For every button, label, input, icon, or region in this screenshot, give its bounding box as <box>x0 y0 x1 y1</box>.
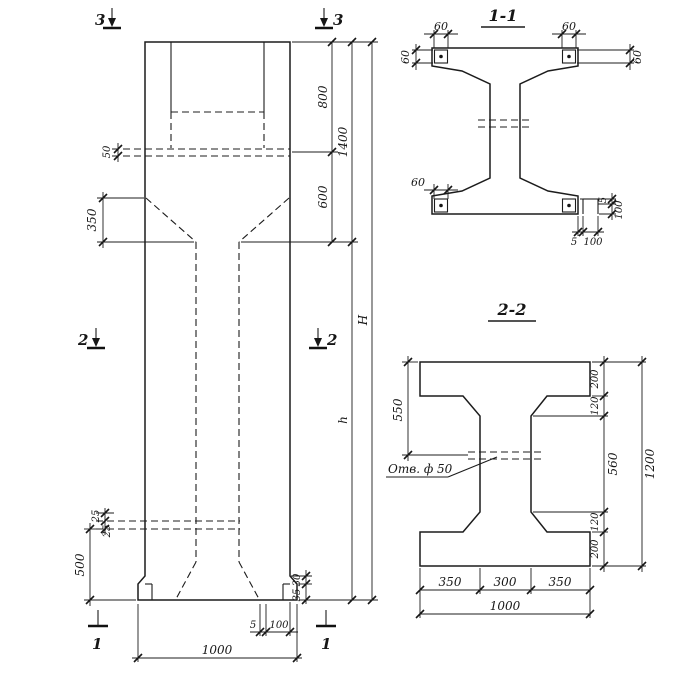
dim-350: 350 <box>85 208 99 231</box>
dim-200-bottom: 200 <box>590 539 601 560</box>
dim-60-left: 60 <box>399 50 412 64</box>
dim-1400: 1400 <box>336 126 350 157</box>
elevation-extension-lines <box>84 41 378 662</box>
dim-1000-elev: 1000 <box>202 643 233 657</box>
dim-35: 35 <box>292 589 303 602</box>
dim-500: 500 <box>73 553 87 576</box>
dim-100-bottom: 100 <box>583 237 603 248</box>
dim-25b: 25 <box>102 525 113 539</box>
dim-25a: 25 <box>91 510 102 524</box>
dim-350-left: 350 <box>439 575 462 589</box>
elevation-outline <box>137 41 298 601</box>
marker-2-right: 2 <box>326 331 337 349</box>
marker-1-right: 1 <box>321 635 331 653</box>
dim-h: h <box>336 416 350 424</box>
dim-100-foot: 100 <box>269 620 289 631</box>
dim-1000-sec2: 1000 <box>490 599 521 613</box>
section-markers: 3 3 2 2 1 1 <box>77 8 343 653</box>
section-1-1: 1-1 <box>399 6 644 248</box>
dim-120-bottom: 120 <box>590 512 601 532</box>
dim-60-right: 60 <box>631 50 644 64</box>
dim-60-bottom-left: 60 <box>411 176 425 189</box>
dim-800: 800 <box>316 85 330 108</box>
dim-200-top: 200 <box>590 369 601 390</box>
elevation-hidden-lines <box>96 111 290 600</box>
dim-120-top: 120 <box>590 396 601 416</box>
section-2-2: 2-2 Отв. ф 50 <box>386 300 657 619</box>
marker-1-left: 1 <box>92 635 102 653</box>
dim-60-top-right: 60 <box>562 20 576 33</box>
marker-3-right: 3 <box>333 11 343 29</box>
dim-50: 50 <box>102 145 113 158</box>
elevation-dimension-lines <box>89 42 373 659</box>
hole-label: Отв. ф 50 <box>388 462 453 476</box>
dim-1200: 1200 <box>643 448 657 479</box>
dim-30: 30 <box>292 573 303 586</box>
dim-5-foot: 5 <box>250 620 256 631</box>
marker-3-left: 3 <box>95 11 105 29</box>
dim-550: 550 <box>391 398 405 421</box>
elevation-dimension-ticks <box>85 37 377 663</box>
dim-350-right: 350 <box>549 575 572 589</box>
section-2-2-title: 2-2 <box>497 300 527 319</box>
dim-100-right: 100 <box>614 200 625 220</box>
dim-60-top-left: 60 <box>434 20 448 33</box>
section-1-1-title: 1-1 <box>489 6 518 25</box>
marker-2-left: 2 <box>77 331 88 349</box>
dim-300: 300 <box>494 575 517 589</box>
dim-560: 560 <box>606 452 620 475</box>
dim-5-bottom: 5 <box>571 237 577 248</box>
dim-600: 600 <box>316 185 330 208</box>
dim-5-right: 5 <box>598 197 609 203</box>
dim-H: H <box>356 314 370 326</box>
